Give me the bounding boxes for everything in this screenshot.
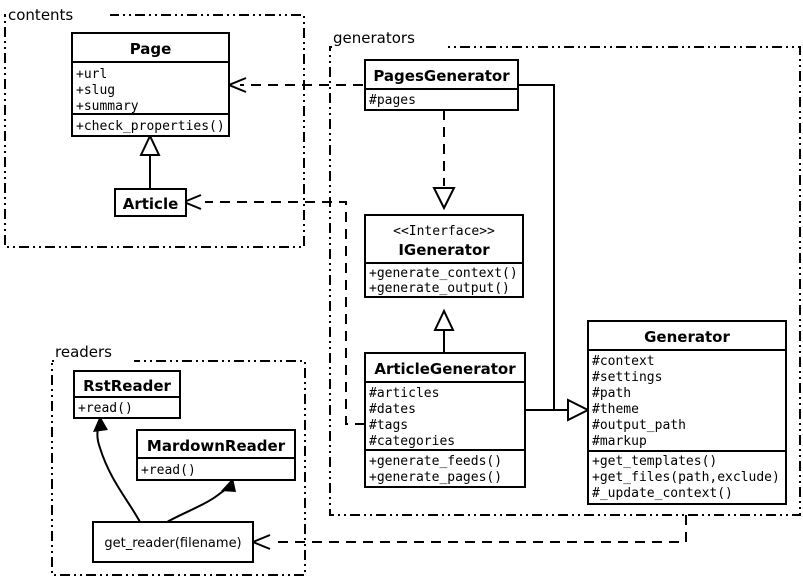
- relation-article-page: [139, 133, 161, 189]
- class-mardown-reader-operation: +read(): [141, 463, 196, 478]
- package-readers-label-bg: [54, 342, 134, 362]
- package-contents-label: contents: [8, 6, 73, 24]
- class-generator-attribute: #path: [592, 386, 631, 401]
- class-article-generator-attribute: #tags: [369, 418, 408, 433]
- relation-pagesgenerator-igenerator-triangle: [432, 187, 456, 211]
- package-contents: contents: [4, 6, 305, 248]
- class-generator-attribute: #output_path: [592, 418, 686, 433]
- class-article-title: Article: [123, 195, 179, 213]
- class-page-attribute: +slug: [76, 83, 115, 98]
- class-generator-attribute: #context: [592, 354, 655, 369]
- relation-articlegenerator-article-line: [205, 201, 365, 425]
- class-article-generator-attribute: #categories: [369, 434, 455, 449]
- class-igenerator-frame: [364, 214, 524, 298]
- class-article[interactable]: Article: [114, 188, 187, 217]
- class-page-attribute: +summary: [76, 99, 139, 114]
- class-igenerator-operation: +generate_output(): [369, 281, 510, 296]
- class-pages-generator-title: PagesGenerator: [373, 67, 510, 85]
- class-pages-generator[interactable]: PagesGenerator #pages: [364, 59, 519, 111]
- relation-article-page-triangle: [139, 133, 161, 156]
- relation-generator-getreader: [250, 515, 687, 550]
- class-rst-reader[interactable]: RstReader +read(): [73, 370, 181, 419]
- class-generator-title: Generator: [644, 328, 730, 346]
- class-generator-operation: +get_templates(): [592, 454, 717, 469]
- class-mardown-reader-title: MardownReader: [147, 437, 286, 455]
- class-article-generator-title: ArticleGenerator: [374, 360, 516, 378]
- relation-generator-getreader-line: [274, 515, 687, 543]
- package-generators-label: generators: [333, 29, 415, 47]
- class-igenerator[interactable]: <<Interface>> IGenerator +generate_conte…: [364, 214, 524, 298]
- class-article-generator-attribute: #articles: [369, 386, 439, 401]
- function-get-reader[interactable]: get_reader(filename): [92, 521, 254, 563]
- function-get-reader-frame: [92, 521, 254, 563]
- class-article-frame: [114, 188, 187, 217]
- relation-getreader-rstreader-line: [96, 422, 141, 523]
- function-get-reader-label: get_reader(filename): [104, 536, 241, 551]
- class-generator-frame: [587, 320, 787, 505]
- class-mardown-reader[interactable]: MardownReader +read(): [136, 429, 296, 481]
- class-generator-attribute: #settings: [592, 370, 662, 385]
- package-generators-border: [329, 46, 801, 516]
- relation-getreader-mardownreader-line: [166, 484, 231, 523]
- package-contents-border: [4, 14, 305, 248]
- package-readers-border: [51, 360, 306, 576]
- class-mardown-reader-frame: [136, 429, 296, 481]
- class-page-attribute: +url: [76, 67, 107, 82]
- relation-getreader-mardownreader-arrow: [221, 478, 236, 492]
- package-readers: readers: [51, 342, 306, 576]
- relation-articlegenerator-igenerator-triangle: [433, 308, 455, 331]
- class-article-generator-operation: +generate_pages(): [369, 470, 502, 485]
- class-rst-reader-frame: [73, 370, 181, 419]
- class-page-title: Page: [130, 40, 172, 58]
- relation-articlegenerator-generator: [525, 398, 591, 422]
- class-rst-reader-operation: +read(): [78, 401, 133, 416]
- relation-pagesgenerator-page: [226, 77, 363, 93]
- class-pages-generator-attribute: #pages: [369, 93, 416, 108]
- class-pages-generator-frame: [364, 59, 519, 111]
- package-contents-label-bg: [6, 6, 110, 26]
- relation-getreader-rstreader: [93, 416, 141, 523]
- class-generator-attribute: #theme: [592, 402, 639, 417]
- package-readers-label: readers: [55, 343, 112, 361]
- class-page-operation: +check_properties(): [76, 119, 225, 134]
- class-igenerator-stereotype: <<Interface>>: [393, 224, 495, 239]
- package-generators: generators: [329, 28, 801, 516]
- relation-generator-triangle: [567, 398, 591, 422]
- relation-getreader-rstreader-arrow: [93, 416, 108, 432]
- class-article-generator[interactable]: ArticleGenerator #articles #dates #tags …: [364, 352, 526, 488]
- class-rst-reader-title: RstReader: [83, 377, 171, 395]
- class-article-generator-attribute: #dates: [369, 402, 416, 417]
- relation-articlegenerator-igenerator: [433, 308, 455, 353]
- relation-getreader-mardownreader: [166, 478, 236, 523]
- relation-articlegenerator-article: [181, 194, 365, 425]
- class-page[interactable]: Page +url +slug +summary +check_properti…: [71, 32, 230, 137]
- relation-generator-getreader-arrow: [250, 534, 271, 550]
- class-igenerator-title: IGenerator: [398, 241, 490, 259]
- class-generator-operation: #_update_context(): [592, 486, 733, 501]
- class-igenerator-operation: +generate_context(): [369, 266, 518, 281]
- class-generator[interactable]: Generator #context #settings #path #them…: [587, 320, 787, 505]
- package-generators-label-bg: [332, 28, 444, 48]
- relation-pagesgenerator-igenerator: [432, 110, 456, 211]
- class-article-generator-frame: [364, 352, 526, 488]
- class-article-generator-operation: +generate_feeds(): [369, 454, 502, 469]
- class-generator-attribute: #markup: [592, 434, 647, 449]
- class-page-frame: [71, 32, 230, 137]
- class-generator-operation: +get_files(path,exclude): [592, 470, 780, 485]
